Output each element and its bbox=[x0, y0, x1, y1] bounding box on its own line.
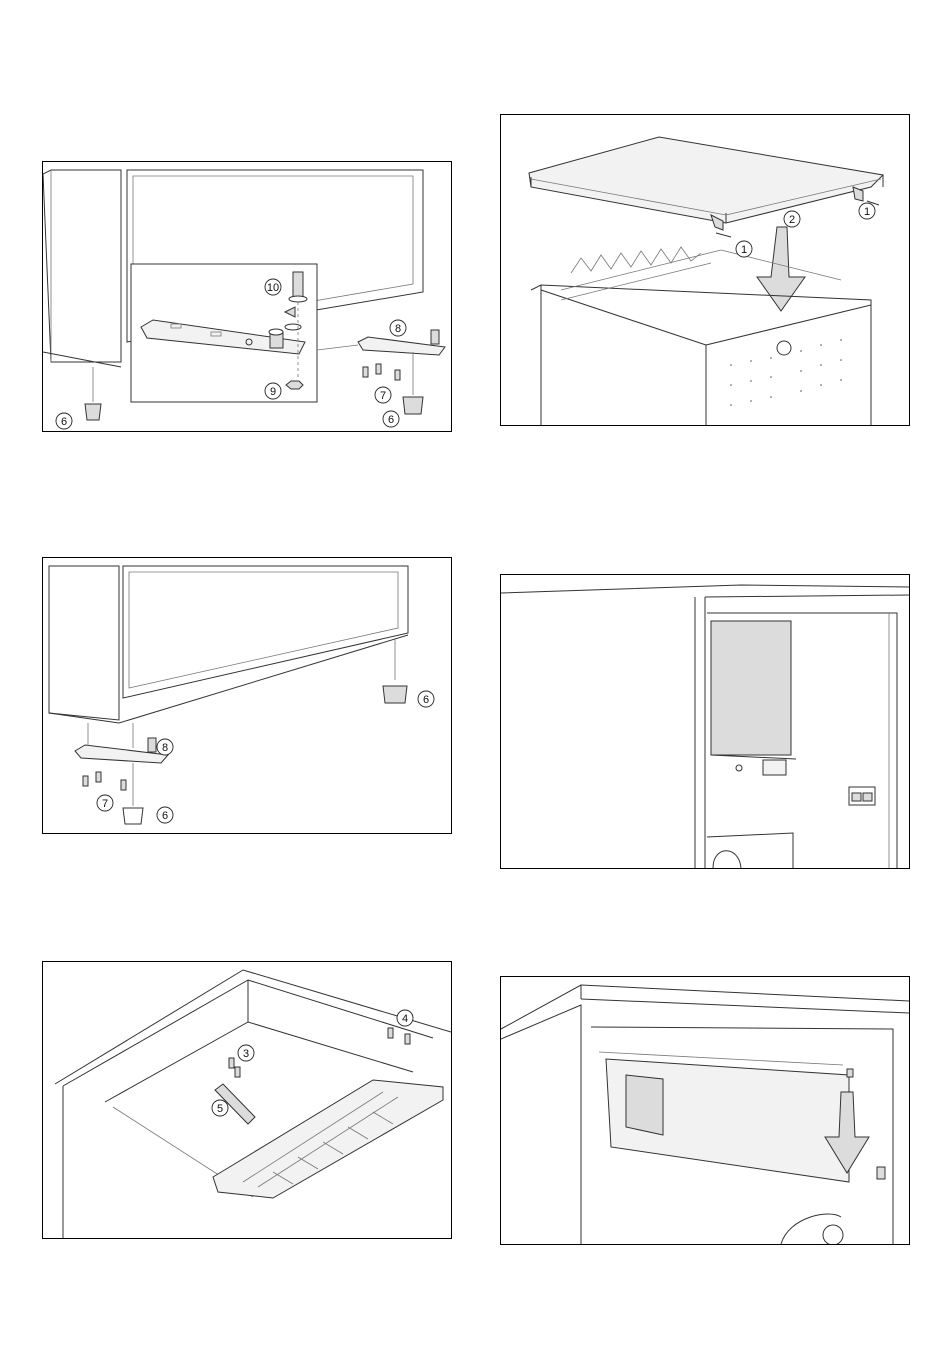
svg-text:6: 6 bbox=[162, 810, 168, 822]
svg-text:8: 8 bbox=[395, 323, 401, 335]
svg-text:7: 7 bbox=[380, 390, 386, 402]
svg-text:5: 5 bbox=[217, 1103, 223, 1115]
figure-illustration: 2 1 1 bbox=[501, 115, 909, 425]
svg-text:2: 2 bbox=[789, 214, 795, 226]
callout-4: 4 bbox=[397, 1010, 413, 1026]
figure-illustration: 6 8 7 6 bbox=[43, 558, 451, 833]
figure-top-hinge-bracket: 4 3 5 bbox=[42, 961, 452, 1239]
figure-hinge-bottom-removal: 10 8 9 7 6 6 bbox=[42, 161, 452, 432]
svg-text:1: 1 bbox=[864, 206, 870, 218]
callout-6: 6 bbox=[56, 413, 72, 429]
callout-9: 9 bbox=[265, 383, 281, 399]
callout-10: 10 bbox=[265, 279, 281, 295]
svg-text:6: 6 bbox=[423, 694, 429, 706]
callout-6: 6 bbox=[418, 691, 434, 707]
figure-illustration bbox=[501, 575, 909, 868]
callout-5: 5 bbox=[212, 1100, 228, 1116]
svg-text:10: 10 bbox=[267, 282, 279, 294]
figure-top-cover: 2 1 1 bbox=[500, 114, 910, 426]
figure-illustration bbox=[501, 977, 909, 1244]
callout-3: 3 bbox=[238, 1045, 254, 1061]
svg-text:4: 4 bbox=[402, 1013, 408, 1025]
callout-6: 6 bbox=[157, 807, 173, 823]
callout-8: 8 bbox=[390, 320, 406, 336]
figure-freezer-door bbox=[500, 976, 910, 1245]
callout-2: 2 bbox=[784, 211, 800, 227]
figure-illustration: 10 8 9 7 6 6 bbox=[43, 162, 451, 431]
svg-text:1: 1 bbox=[741, 244, 747, 256]
svg-text:8: 8 bbox=[162, 742, 168, 754]
figure-interior-freezer bbox=[500, 574, 910, 869]
svg-text:6: 6 bbox=[61, 416, 67, 428]
svg-text:9: 9 bbox=[270, 386, 276, 398]
callout-6: 6 bbox=[383, 411, 399, 427]
svg-text:3: 3 bbox=[243, 1048, 249, 1060]
figure-hinge-bottom-fit: 6 8 7 6 bbox=[42, 557, 452, 834]
callout-1: 1 bbox=[736, 241, 752, 257]
figure-illustration: 4 3 5 bbox=[43, 962, 451, 1238]
svg-text:7: 7 bbox=[102, 798, 108, 810]
callout-8: 8 bbox=[157, 739, 173, 755]
callout-7: 7 bbox=[375, 387, 391, 403]
callout-7: 7 bbox=[97, 795, 113, 811]
callout-1: 1 bbox=[859, 203, 875, 219]
svg-text:6: 6 bbox=[388, 414, 394, 426]
